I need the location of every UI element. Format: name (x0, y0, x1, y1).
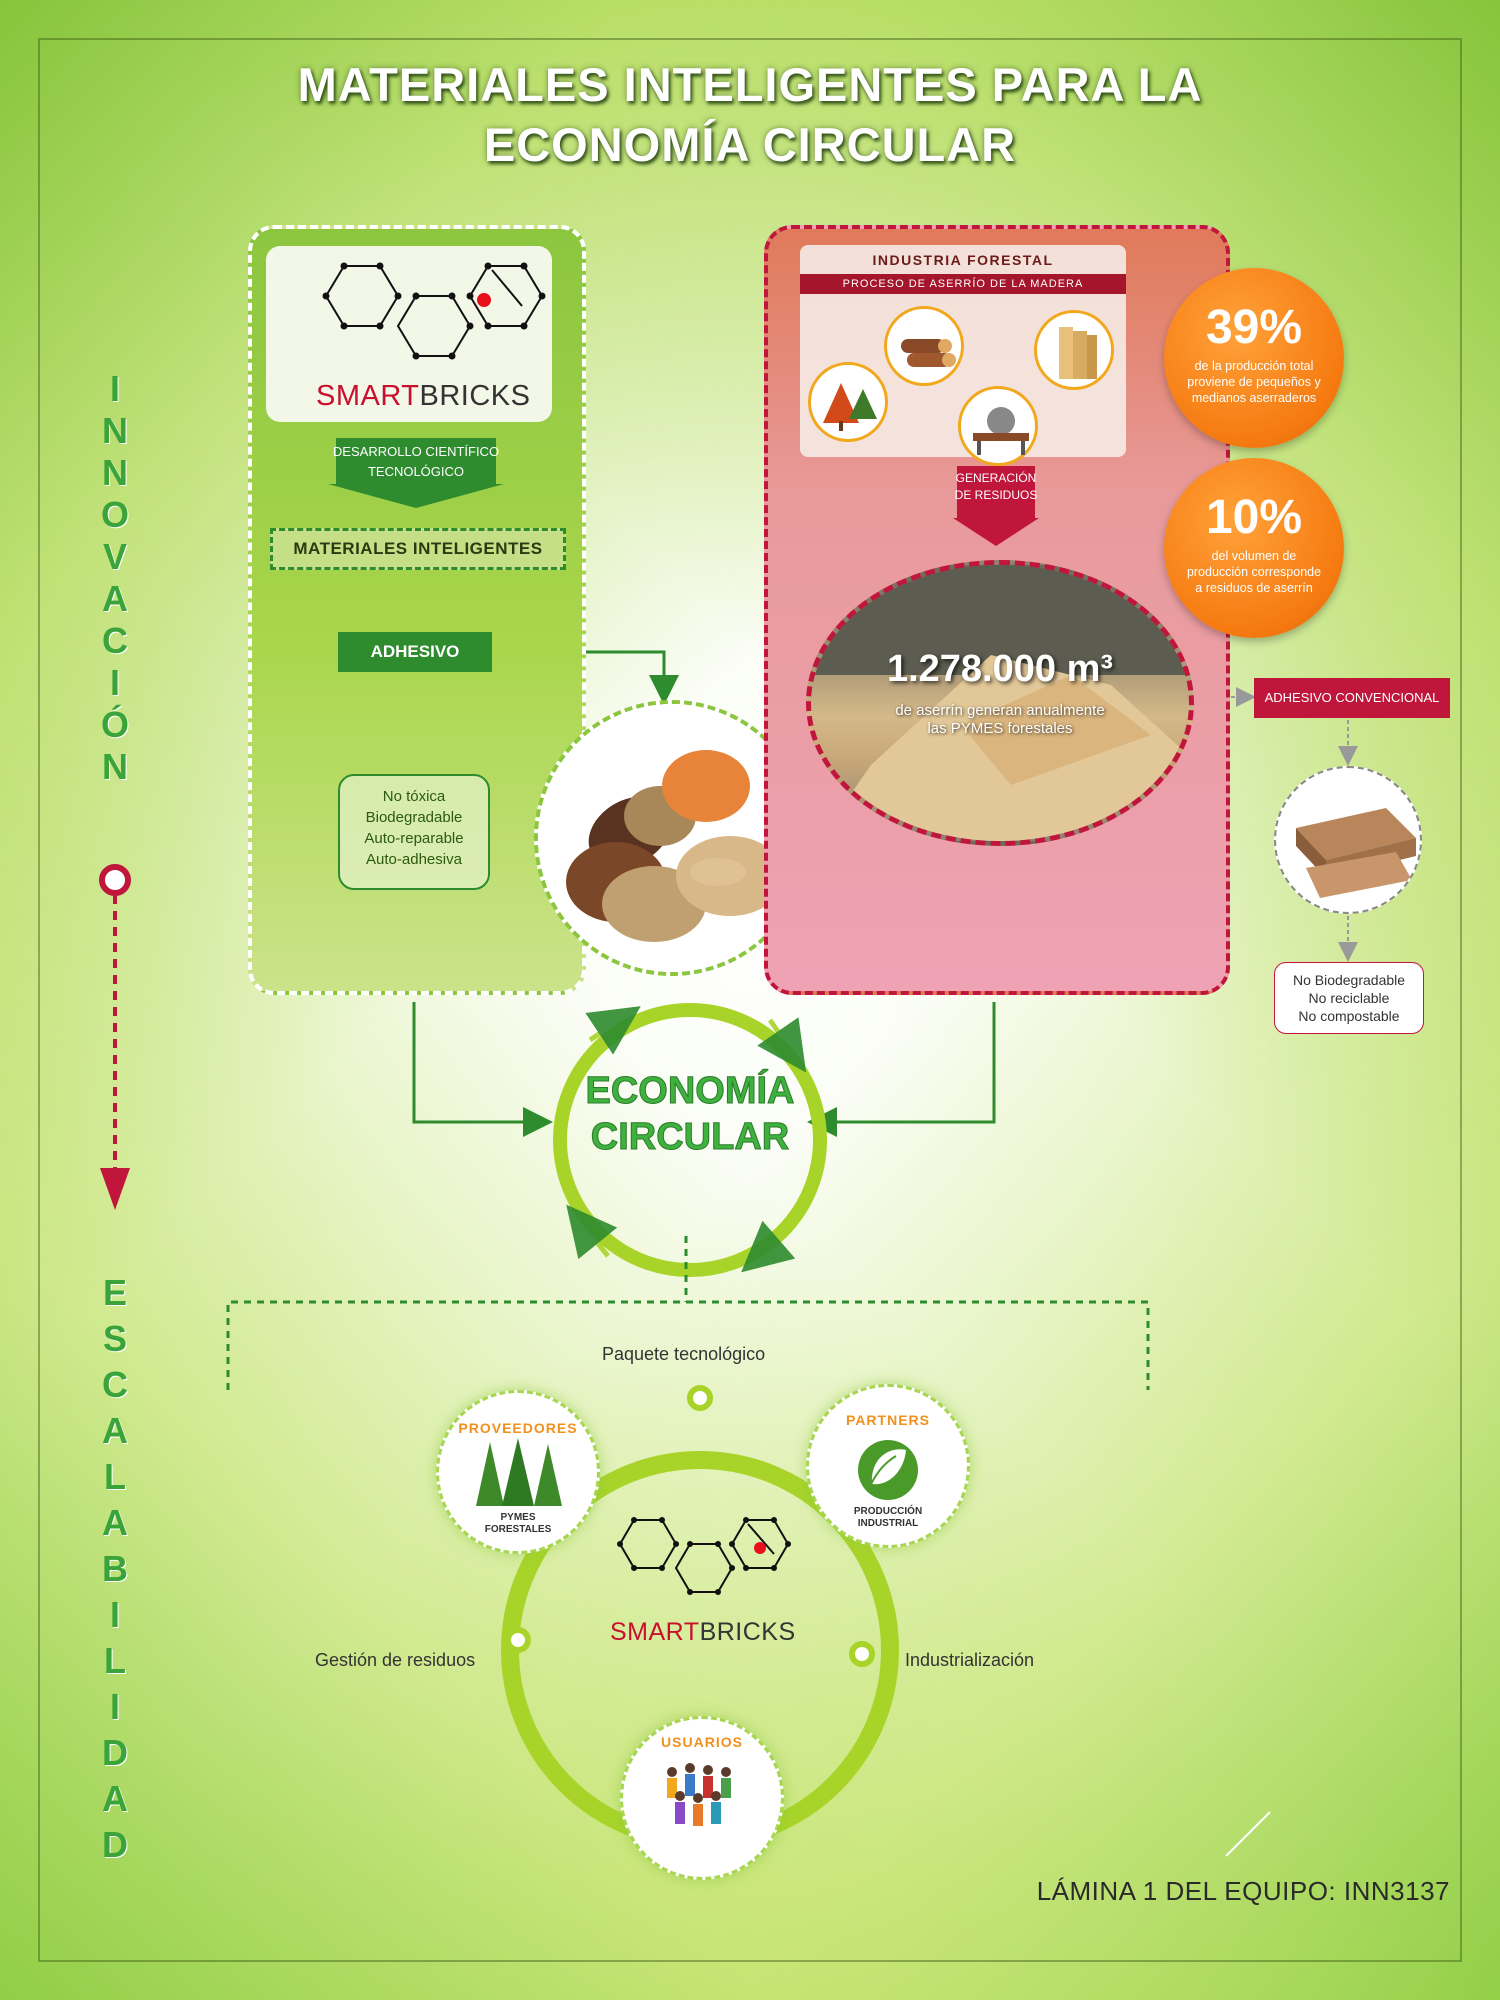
property-item: No tóxica (382, 788, 446, 805)
stat-circle-39: 39% de la producción total proviene de p… (1164, 268, 1344, 448)
partners-sub: PRODUCCIÓN INDUSTRIAL (806, 1506, 970, 1530)
stat-desc: de la producción total proviene de peque… (1164, 358, 1344, 406)
sawdust-desc-line-2: las PYMES forestales (927, 720, 1073, 737)
proveedores-label: PROVEEDORES (458, 1420, 578, 1436)
desarrollo-line-2: TECNOLÓGICO (367, 464, 465, 479)
vertical-letter: A (102, 1502, 128, 1543)
stat-desc-line: producción corresponde (1186, 565, 1322, 579)
stat-value: 10% (1205, 491, 1303, 544)
sawdust-description: de aserrín generan anualmente las PYMES … (806, 702, 1194, 738)
logs-icon (884, 306, 964, 386)
conventional-drawbacks-box: No Biodegradable No reciclable No compos… (1274, 962, 1424, 1034)
proveedores-sub: PYMES FORESTALES (436, 1512, 600, 1536)
vertical-letter: I (109, 1686, 120, 1727)
vertical-letter: N (102, 746, 128, 787)
economia-line-2: CIRCULAR (590, 1116, 790, 1159)
adhesivo-convencional-box: ADHESIVO CONVENCIONAL (1254, 678, 1450, 718)
stat-desc: del volumen de producción corresponde a … (1164, 548, 1344, 596)
stat-desc-line: medianos aserraderos (1191, 391, 1317, 405)
proveedores-sub-line-1: PYMES (500, 1512, 536, 1523)
vertical-letter: Ó (100, 704, 129, 745)
vertical-letter: E (102, 1272, 127, 1313)
vertical-letter: A (102, 578, 128, 619)
stat-desc-line: de la producción total (1194, 359, 1314, 373)
footer-lamina: LÁMINA 1 DEL EQUIPO: INN3137 (1036, 1876, 1450, 1906)
adhesive-properties-box: No tóxica Biodegradable Auto-reparable A… (338, 774, 490, 890)
stat-desc-line: proviene de pequeños y (1187, 375, 1321, 389)
smartbricks-wordmark: SMARTBRICKS (316, 380, 530, 413)
desarrollo-line-1: DESARROLLO CIENTÍFICO (332, 444, 500, 459)
economia-ring (553, 1003, 827, 1277)
stat-value: 39% (1205, 301, 1303, 354)
partners-sub-line-2: INDUSTRIAL (857, 1518, 919, 1529)
title-line-2: ECONOMÍA CIRCULAR (483, 118, 1017, 171)
desarrollo-arrow: DESARROLLO CIENTÍFICO TECNOLÓGICO (328, 438, 504, 508)
economia-circular-label: ECONOMÍA CIRCULAR (540, 1068, 840, 1160)
gestion-residuos-label: Gestión de residuos (315, 1650, 476, 1670)
economia-line-1: ECONOMÍA (585, 1070, 795, 1113)
vertical-letter: S (102, 1318, 127, 1359)
sawdust-volume: 1.278.000 m³ (886, 648, 1114, 690)
generacion-line-1: GENERACIÓN (955, 471, 1037, 485)
vertical-letter: A (102, 1778, 128, 1819)
tree-icon (808, 362, 888, 442)
page-frame (38, 38, 1462, 1962)
page-title: MATERIALES INTELIGENTES PARA LA ECONOMÍA… (150, 55, 1350, 175)
vertical-letter: L (104, 1456, 126, 1497)
partners-sub-line-1: PRODUCCIÓN (853, 1506, 923, 1517)
property-item: Biodegradable (365, 809, 463, 826)
vertical-letter: I (109, 368, 120, 409)
vertical-letter: D (102, 1824, 128, 1865)
vertical-letter: N (102, 410, 128, 451)
drawback-item: No compostable (1298, 1008, 1400, 1024)
smartbricks-word-bricks: BRICKS (699, 1618, 796, 1646)
vertical-letter: A (102, 1410, 128, 1451)
industrializacion-label: Industrialización (905, 1650, 1035, 1670)
proceso-aserrio-subtitle: PROCESO DE ASERRÍO DE LA MADERA (800, 274, 1126, 294)
property-item: Auto-reparable (364, 830, 464, 847)
vertical-letter: V (102, 536, 127, 577)
drawback-item: No Biodegradable (1292, 972, 1406, 988)
drawback-item: No reciclable (1308, 990, 1390, 1006)
proveedores-sub-line-2: FORESTALES (484, 1524, 552, 1535)
generacion-line-2: DE RESIDUOS (954, 488, 1038, 502)
vertical-letter: L (104, 1640, 126, 1681)
vertical-letter: C (102, 620, 128, 661)
title-line-1: MATERIALES INTELIGENTES PARA LA (297, 58, 1203, 111)
smartbricks-word-smart: SMART (610, 1618, 700, 1646)
materiales-inteligentes-box: MATERIALES INTELIGENTES (270, 528, 566, 570)
innovation-start-dot (99, 864, 131, 896)
vertical-letter: I (109, 662, 120, 703)
vertical-letter: N (102, 452, 128, 493)
smartbricks-word-smart: SMART (316, 380, 420, 412)
planks-icon (1034, 310, 1114, 390)
sawmill-icon (958, 386, 1038, 466)
usuarios-label: USUARIOS (661, 1734, 743, 1750)
property-item: Auto-adhesiva (366, 851, 462, 868)
adhesivo-box: ADHESIVO (338, 632, 492, 672)
partners-label: PARTNERS (846, 1412, 930, 1428)
vertical-letter: C (102, 1364, 128, 1405)
vertical-letter: D (102, 1732, 128, 1773)
innovation-arrow-head (100, 1168, 130, 1210)
vertical-letter: B (102, 1548, 128, 1589)
paquete-tecnologico-label: Paquete tecnológico (602, 1344, 766, 1364)
generacion-residuos-arrow: GENERACIÓN DE RESIDUOS (953, 466, 1039, 546)
stat-desc-line: del volumen de (1211, 549, 1297, 563)
smartbricks-wordmark-bottom: SMARTBRICKS (610, 1618, 796, 1647)
stat-circle-10: 10% del volumen de producción correspond… (1164, 458, 1344, 638)
vertical-letter: I (109, 1594, 120, 1635)
particle-board-photo (1274, 766, 1422, 914)
industria-forestal-title: INDUSTRIA FORESTAL (872, 252, 1054, 268)
sawdust-desc-line-1: de aserrín generan anualmente (895, 702, 1105, 719)
vertical-letter: O (100, 494, 129, 535)
smartbricks-word-bricks: BRICKS (419, 380, 531, 412)
sawdust-photo (806, 560, 1194, 846)
stat-desc-line: a residuos de aserrín (1195, 581, 1313, 595)
